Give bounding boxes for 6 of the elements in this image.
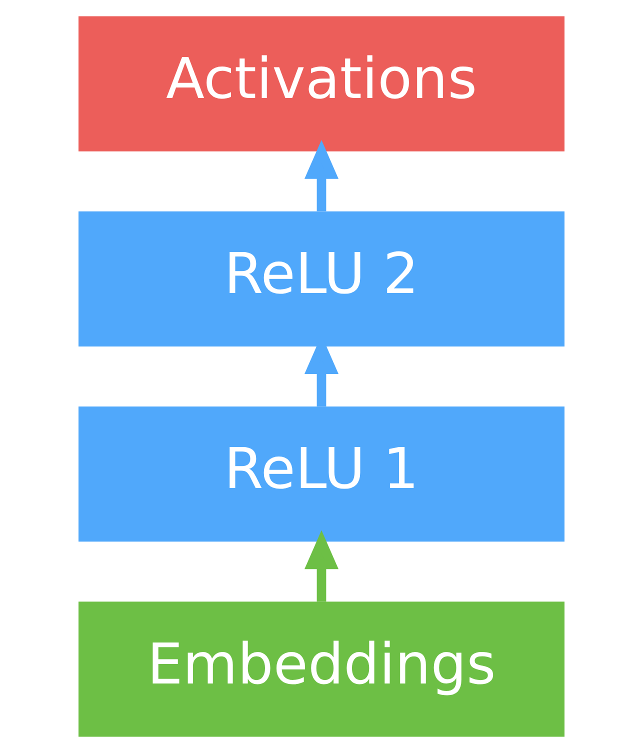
arrow	[304, 140, 338, 212]
arrow	[304, 530, 338, 602]
node-box: ReLU 1	[78, 406, 564, 542]
node-box: Embeddings	[78, 602, 564, 737]
node-box: Activations	[78, 16, 564, 152]
node-box: ReLU 2	[78, 211, 564, 346]
